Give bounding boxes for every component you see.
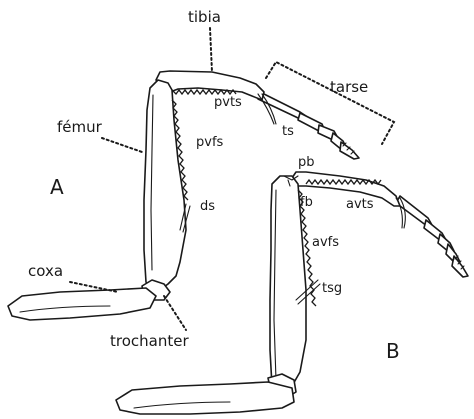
leg-a-femur: [144, 80, 186, 292]
trochanter-leader: [164, 296, 186, 330]
label-trochanter: trochanter: [110, 332, 189, 350]
label-ds: ds: [200, 199, 215, 214]
label-pvfs: pvfs: [196, 135, 224, 150]
label-tibia: tibia: [188, 8, 221, 26]
leg-a-tarsus: [258, 93, 359, 159]
label-tsg: tsg: [322, 281, 342, 296]
label-avts: avts: [346, 197, 374, 212]
label-pb: pb: [298, 155, 315, 170]
leg-a-coxa: [8, 288, 156, 320]
label-avfs: avfs: [312, 235, 339, 250]
leg-b-tarsus: [396, 196, 468, 277]
leg-b-coxa: [116, 382, 294, 414]
tibia-leader: [210, 28, 212, 72]
label-pvts: pvts: [214, 95, 242, 110]
label-panel-b: B: [386, 339, 400, 363]
label-coxa: coxa: [28, 262, 63, 280]
label-fb: fb: [300, 195, 313, 210]
label-tarse: tarse: [330, 78, 368, 96]
label-femur: fémur: [57, 118, 103, 136]
label-panel-a: A: [50, 175, 64, 199]
label-ts: ts: [282, 124, 294, 139]
femur-leader: [102, 138, 142, 152]
